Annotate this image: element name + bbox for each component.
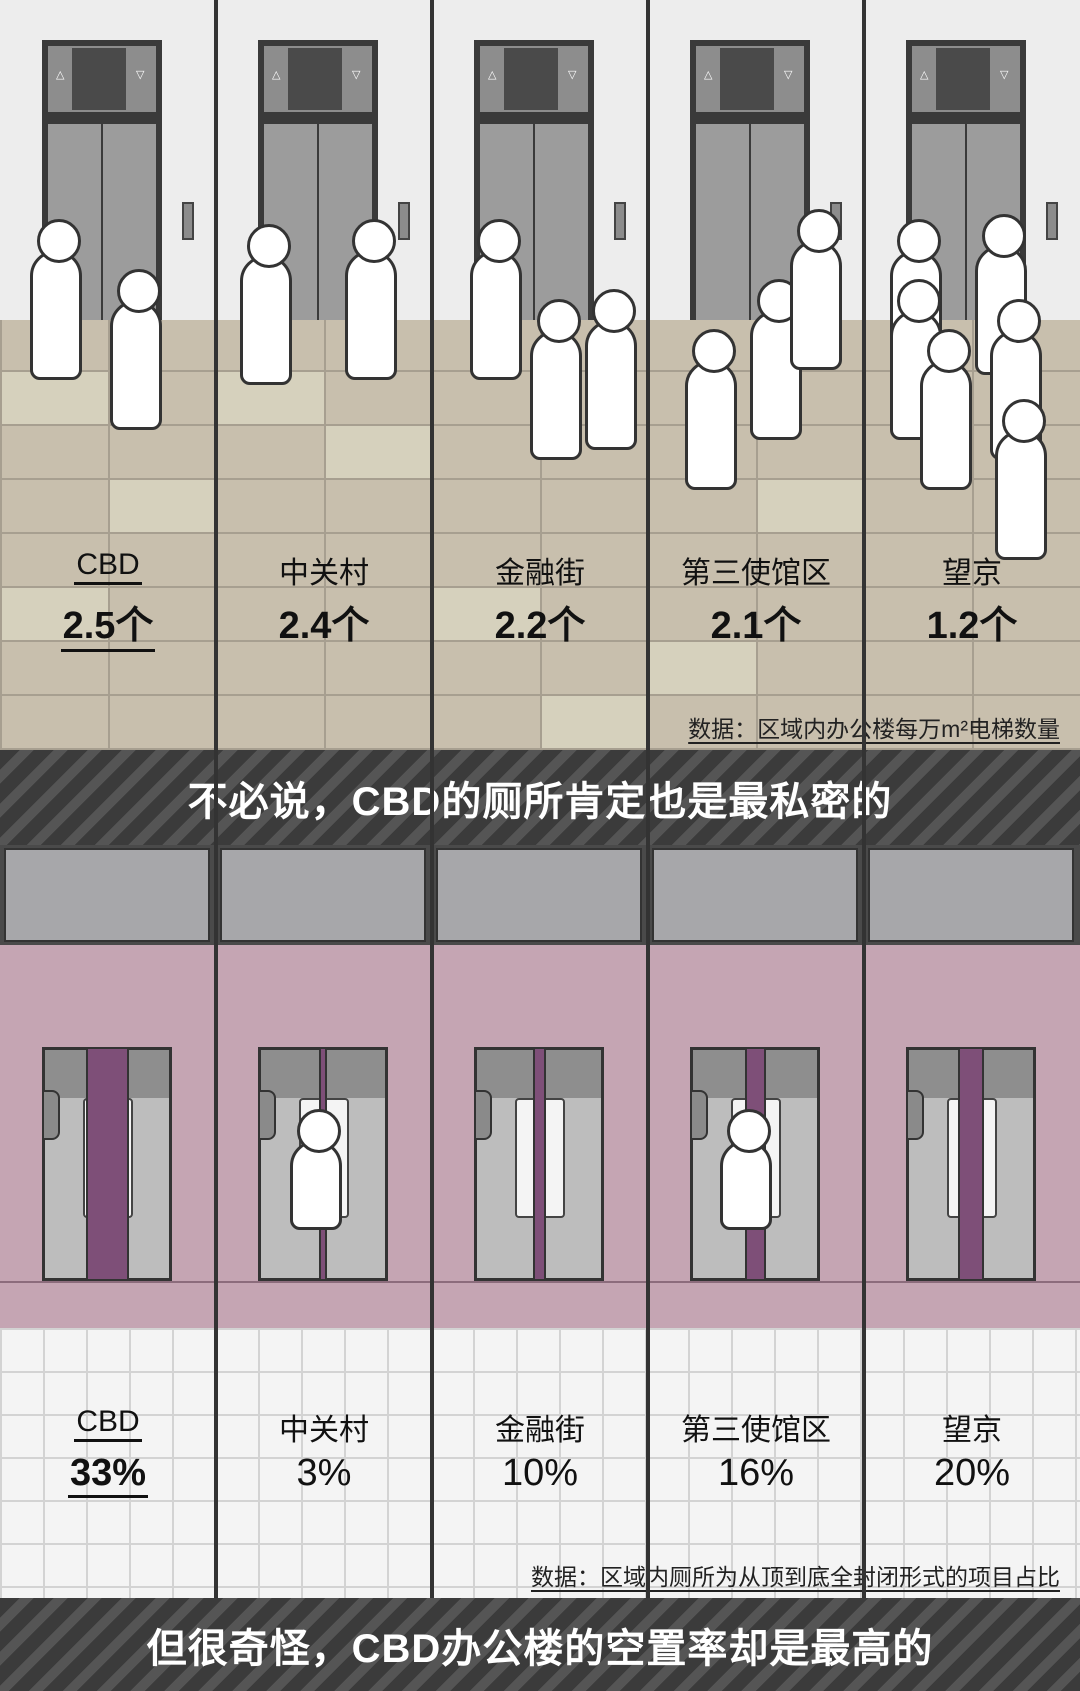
person-figure: [685, 329, 737, 490]
district-label: CBD: [0, 1405, 216, 1442]
elevator-call-button: [398, 202, 410, 240]
person-figure: [30, 219, 82, 380]
floor-tile: [434, 588, 540, 640]
trash-bin: [42, 1090, 60, 1140]
up-arrow-icon: △: [272, 69, 281, 81]
trash-bin: [258, 1090, 276, 1140]
person-figure: [585, 289, 637, 450]
column-divider: [430, 0, 434, 1598]
toilet-stall: [906, 1047, 1036, 1281]
elevator-value: 2.1个: [710, 605, 802, 647]
elevator-door-right: [535, 124, 588, 320]
up-arrow-icon: △: [704, 69, 713, 81]
elevator-value: 2.4个: [278, 605, 370, 647]
floor-display: [720, 48, 774, 110]
person-figure: [530, 299, 582, 460]
floor-display: [936, 48, 990, 110]
down-arrow-icon: ▽: [1000, 69, 1009, 81]
person-figure: [290, 1109, 342, 1230]
trash-bin: [474, 1090, 492, 1140]
up-arrow-icon: △: [920, 69, 929, 81]
floor-tile: [2, 588, 108, 640]
district-label: 金融街: [495, 1414, 585, 1447]
stall-top-panel: [4, 848, 210, 942]
elevator-value: 2.2个: [494, 605, 586, 647]
person-figure: [240, 224, 292, 385]
trash-bin: [906, 1090, 924, 1140]
column-divider: [862, 0, 866, 1598]
elevator-call-button: [182, 202, 194, 240]
district-label: 望京: [942, 1414, 1002, 1447]
person-figure: [995, 399, 1047, 560]
elevator-value: 1.2个: [926, 605, 1018, 647]
person-figure: [470, 219, 522, 380]
up-arrow-icon: △: [56, 69, 65, 81]
stall-door: [86, 1047, 129, 1281]
elevator-value: 2.5个: [0, 594, 216, 652]
column-divider: [646, 0, 650, 1598]
floor-display: [72, 48, 126, 110]
down-arrow-icon: ▽: [568, 69, 577, 81]
elevator-source-note: 数据：区域内办公楼每万m²电梯数量: [688, 716, 1060, 742]
stall-top-panel: [436, 848, 642, 942]
elevator: △ ▽: [690, 40, 810, 320]
toilet-stall: [474, 1047, 604, 1281]
district-label: 第三使馆区: [681, 1414, 831, 1447]
district-label: 望京: [942, 557, 1002, 590]
trash-bin: [690, 1090, 708, 1140]
person-figure: [720, 1109, 772, 1230]
toilet-value: 3%: [296, 1452, 352, 1494]
column-divider: [214, 0, 218, 1598]
district-label: 中关村: [279, 557, 369, 590]
stall-door: [533, 1047, 546, 1281]
elevator-call-button: [1046, 202, 1058, 240]
toilet-value: 10%: [501, 1452, 579, 1494]
toilet-stall: [42, 1047, 172, 1281]
district-label: CBD: [0, 548, 216, 585]
up-arrow-icon: △: [488, 69, 497, 81]
stall-top-panel: [220, 848, 426, 942]
stall-top-panel: [652, 848, 858, 942]
toilet-source-note: 数据：区域内厕所为从顶到底全封闭形式的项目占比: [531, 1564, 1060, 1590]
floor-display: [288, 48, 342, 110]
stall-top-panel: [868, 848, 1074, 942]
down-arrow-icon: ▽: [136, 69, 145, 81]
divider-line: [0, 1281, 1080, 1283]
floor-tile: [110, 480, 216, 532]
person-figure: [110, 269, 162, 430]
floor-tile: [2, 372, 108, 424]
toilet-value: 16%: [717, 1452, 795, 1494]
floor-display: [504, 48, 558, 110]
floor-tile: [758, 480, 864, 532]
elevator-call-button: [614, 202, 626, 240]
tile-floor: [0, 1328, 1080, 1598]
floor-tile: [326, 426, 432, 478]
elevator-door-left: [696, 124, 749, 320]
district-label: 中关村: [279, 1414, 369, 1447]
floor-tile: [542, 696, 648, 748]
person-figure: [345, 219, 397, 380]
floor-tile: [650, 642, 756, 694]
district-label: 第三使馆区: [681, 557, 831, 590]
stall-door: [958, 1047, 984, 1281]
person-figure: [920, 329, 972, 490]
toilet-value: 33%: [0, 1452, 216, 1498]
down-arrow-icon: ▽: [352, 69, 361, 81]
toilet-value: 20%: [933, 1452, 1011, 1494]
down-arrow-icon: ▽: [784, 69, 793, 81]
caption-banner-2: 但很奇怪，CBD办公楼的空置率却是最高的: [0, 1598, 1080, 1691]
person-figure: [790, 209, 842, 370]
district-label: 金融街: [495, 557, 585, 590]
caption-banner-1: 不必说，CBD的厕所肯定也是最私密的: [0, 750, 1080, 845]
